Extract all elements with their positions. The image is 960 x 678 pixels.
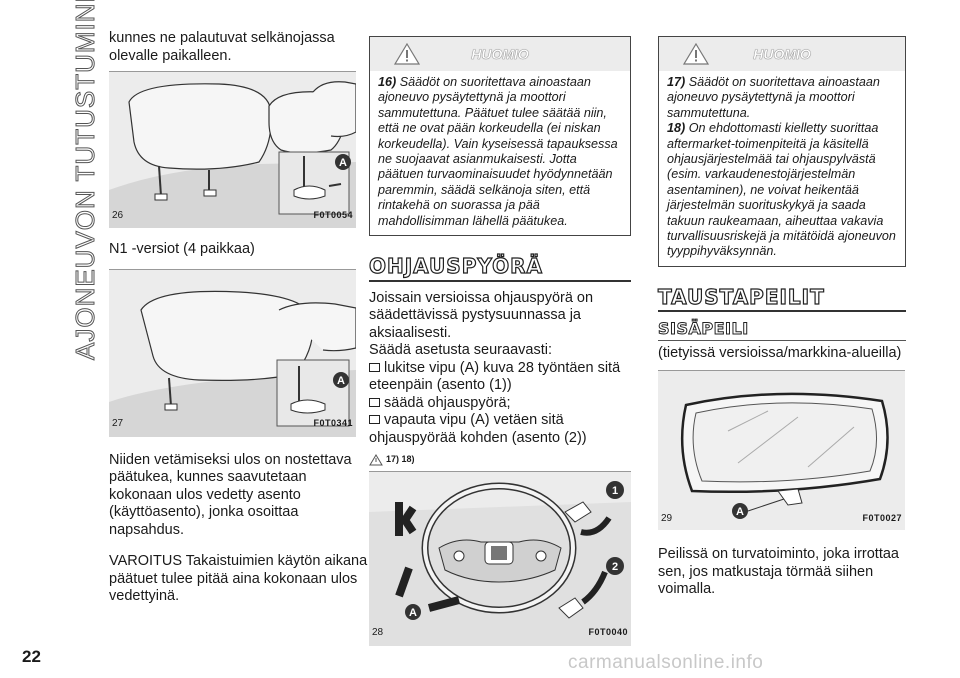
headrest-illustration: A [109,290,356,437]
warning-box: HUOMIO 17) Säädöt on suoritettava ainoas… [658,36,906,267]
column-1: kunnes ne palautuvat selkänojassa oleval… [109,30,369,606]
figure-26: A 26 F0T0054 [109,71,356,228]
warning-triangle-icon [394,43,420,65]
warning-title: HUOMIO [471,46,529,62]
label-a: A [339,157,347,169]
bullet-item: säädä ohjauspyörä; [369,395,631,413]
intro-text: kunnes ne palautuvat selkänojassa oleval… [109,30,335,64]
figure-29: A 29 F0T0027 [658,370,905,531]
rear-view-mirror-illustration: A [680,393,889,520]
intro-text: Joissain versioissa ohjauspyörä on sääde… [369,289,594,341]
figure-code: F0T0054 [313,209,353,220]
versions-label: N1 -versiot (4 paikkaa) [109,241,255,257]
pull-out-text: Niiden vetämiseksi ulos on nostettava pä… [109,451,352,538]
section-heading: TAUSTAPEILIT [657,286,906,313]
note-number: 16) [378,75,397,89]
column-2: HUOMIO 16) Säädöt on suoritettava ainoas… [368,34,631,646]
label-a: A [337,375,345,387]
label-1: 1 [612,485,618,497]
warning-title: HUOMIO [753,46,811,62]
warning-body: 17) Säädöt on suoritettava ainoastaan aj… [659,71,905,266]
warning-text: VAROITUS Takaistuimien käytön aikana pää… [109,553,368,604]
label-a: A [409,607,417,619]
bullet-box-icon [369,397,380,407]
label-2: 2 [612,561,618,573]
figure-27: A 27 F0T0341 [109,268,356,437]
bullet-item: vapauta vipu (A) vetäen sitä ohjauspyörä… [369,412,587,446]
warning-header: HUOMIO [370,37,630,71]
figure-number: 26 [112,209,124,221]
bullet-box-icon [369,415,380,425]
column-3: HUOMIO 17) Säädöt on suoritettava ainoas… [657,34,906,599]
mirror-safety-text: Peilissä on turvatoiminto, joka irrottaa… [658,546,899,598]
figure-number: 27 [112,418,124,429]
figure-code: F0T0027 [862,512,902,523]
figure-28: 1 2 A 28 F0T0040 [369,470,631,646]
figure-number: 29 [661,512,673,524]
watermark: carmanualsonline.info [568,652,764,673]
figure-code: F0T0040 [588,627,628,638]
headrest-illustration: A [109,81,356,228]
section-heading: OHJAUSPYÖRÄ [368,256,631,282]
warning-box: HUOMIO 16) Säädöt on suoritettava ainoas… [369,36,631,237]
page-number: 22 [22,647,41,666]
warning-header: HUOMIO [659,37,905,71]
figure-number: 28 [372,627,384,639]
note-item: 18) On ehdottomasti kielletty suorittaa … [667,121,896,259]
note-references: 17) 18) [369,451,631,469]
note-text: Säädöt on suoritettava ainoastaan ajoneu… [378,75,618,228]
subsection-heading: SISÄPEILI [658,320,906,341]
figure-code: F0T0341 [313,418,353,428]
instructions-lead: Säädä asetusta seuraavasti: [369,342,552,359]
bullet-item: lukitse vipu (A) kuva 28 työntäen sitä e… [369,359,621,394]
note-item: 17) Säädöt on suoritettava ainoastaan aj… [667,75,880,120]
side-title: AJONEUVON TUTUSTUMINEN [70,0,101,361]
steering-wheel-illustration: 1 2 A [369,480,631,646]
warning-body: 16) Säädöt on suoritettava ainoastaan aj… [370,71,630,235]
availability-note: (tietyissä versioissa/markkina-alueilla) [658,344,902,361]
bullet-box-icon [369,362,380,372]
label-a: A [736,506,744,518]
warning-triangle-icon [683,43,709,65]
warning-triangle-icon [369,453,383,466]
